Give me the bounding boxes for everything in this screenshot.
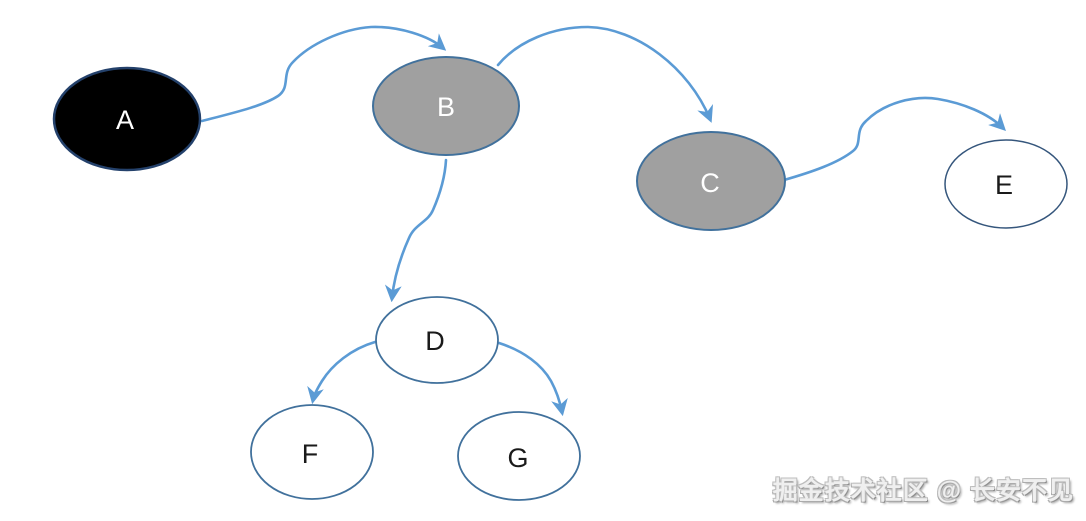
edge-b-d [384,158,448,303]
node-d: D [375,296,499,384]
edge-d-g [497,341,568,417]
node-g: G [457,411,581,501]
node-f-ellipse [250,404,374,500]
edge-c-e [782,96,1006,182]
node-d-ellipse [375,296,499,384]
node-a-ellipse [52,66,202,172]
node-a-label: A [116,105,134,135]
node-d-label: D [425,326,445,356]
node-e-label: E [995,170,1013,200]
node-c: C [636,131,786,231]
node-e-ellipse [944,139,1068,229]
node-c-label: C [700,168,720,198]
edges [200,25,1006,417]
node-b-label: B [437,92,455,122]
node-g-label: G [507,443,528,473]
node-f: F [250,404,374,500]
node-e: E [944,139,1068,229]
node-b-ellipse [372,56,520,156]
node-g-ellipse [457,411,581,501]
node-b: B [372,56,520,156]
watermark: 掘金技术社区 @ 长安不见 [772,477,1074,505]
edge-a-b [200,25,447,123]
node-f-label: F [302,439,319,469]
node-a: A [52,66,202,172]
edge-d-f [307,340,377,405]
node-c-ellipse [636,131,786,231]
edge-b-c [496,25,713,123]
